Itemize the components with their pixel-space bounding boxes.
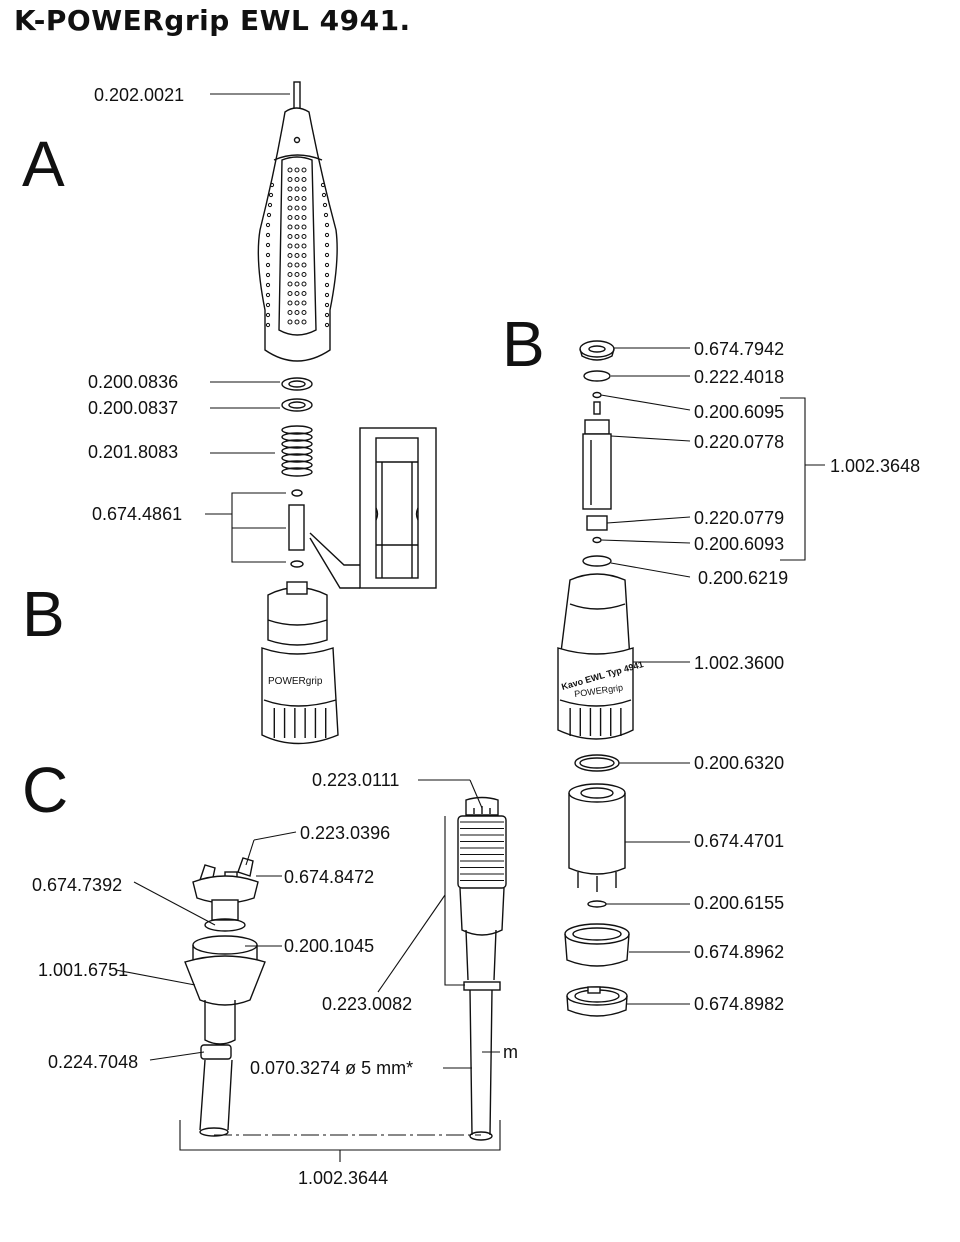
part-label-0-674-7942: 0.674.7942 <box>694 339 785 359</box>
part-label-0-220-0779: 0.220.0779 <box>694 508 785 528</box>
part-label-0-674-4861: 0.674.4861 <box>92 504 183 524</box>
part-label-0-070-3274: 0.070.3274 ø 5 mm* <box>250 1058 414 1078</box>
part-label-1-001-6751: 1.001.6751 <box>38 960 129 980</box>
handpiece-base <box>261 581 339 745</box>
part-label-0-202-0021: 0.202.0021 <box>94 85 185 105</box>
section-label-b-left: B <box>22 578 65 650</box>
part-label-0-223-0111: 0.223.0111 <box>312 770 400 790</box>
leader-lines-c <box>115 779 501 1162</box>
motor-assembly <box>557 340 634 1017</box>
part-label-0-200-6219: 0.200.6219 <box>698 568 789 588</box>
part-label-0-200-6320: 0.200.6320 <box>694 753 785 773</box>
part-label-1-002-3600: 1.002.3600 <box>694 653 785 673</box>
part-label-0-674-4701: 0.674.4701 <box>694 831 785 851</box>
section-label-a: A <box>22 128 65 200</box>
grip-brand-text-left: POWERgrip <box>268 676 323 687</box>
washer-0-200-0837 <box>281 398 313 412</box>
part-label-0-200-6155: 0.200.6155 <box>694 893 785 913</box>
part-label-0-201-8083: 0.201.8083 <box>88 442 179 462</box>
part-label-1-002-3648: 1.002.3648 <box>830 456 921 476</box>
plug-assembly <box>457 796 507 1141</box>
part-label-0-674-8962: 0.674.8962 <box>694 942 785 962</box>
part-label-0-222-4018: 0.222.4018 <box>694 367 785 387</box>
part-label-1-002-3644: 1.002.3644 <box>298 1168 389 1188</box>
part-label-0-674-7392: 0.674.7392 <box>32 875 123 895</box>
part-0-674-4861 <box>288 489 305 568</box>
part-label-0-674-8472: 0.674.8472 <box>284 867 375 887</box>
washer-0-200-0836 <box>281 377 313 391</box>
part-label-0-220-0778: 0.220.0778 <box>694 432 785 452</box>
cable-length-label: m <box>503 1042 518 1062</box>
part-label-0-224-7048: 0.224.7048 <box>48 1052 139 1072</box>
part-label-0-200-6093: 0.200.6093 <box>694 534 785 554</box>
spring-0-201-8083 <box>281 425 313 477</box>
leader-lines-right <box>600 347 825 1005</box>
leader-lines-left <box>205 93 290 563</box>
part-label-0-200-6095: 0.200.6095 <box>694 402 785 422</box>
part-label-0-200-1045: 0.200.1045 <box>284 936 375 956</box>
section-label-c: C <box>22 754 69 826</box>
connector-assembly <box>184 857 266 1137</box>
part-label-0-200-0836: 0.200.0836 <box>88 372 179 392</box>
section-label-b-right: B <box>502 308 545 380</box>
handpiece-sleeve <box>257 81 338 362</box>
part-label-0-200-0837: 0.200.0837 <box>88 398 179 418</box>
part-label-0-674-8982: 0.674.8982 <box>694 994 785 1014</box>
part-label-0-223-0396: 0.223.0396 <box>300 823 391 843</box>
page-title: K-POWERgrip EWL 4941. <box>14 4 411 37</box>
detail-inset <box>309 427 437 589</box>
part-label-0-223-0082: 0.223.0082 <box>322 994 413 1014</box>
